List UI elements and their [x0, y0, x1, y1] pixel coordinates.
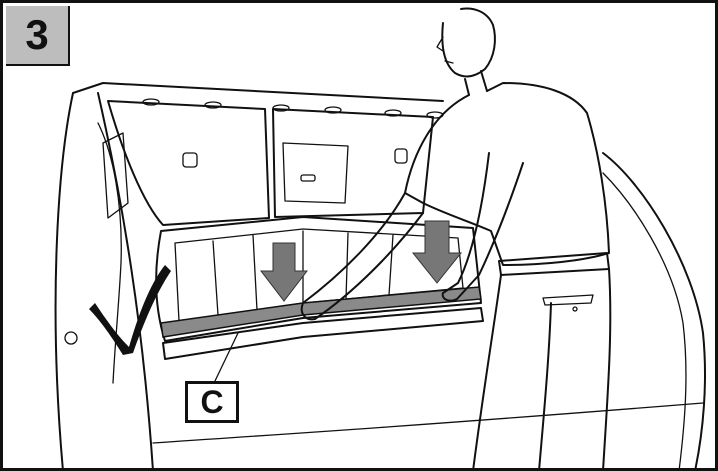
person-button	[573, 307, 577, 311]
seat-buckle-right	[395, 149, 407, 163]
trunk-illustration	[3, 3, 718, 471]
trunk-lid-curve	[603, 153, 705, 471]
step-number-badge: 3	[6, 6, 70, 66]
step-number: 3	[25, 14, 48, 56]
trunk-top-edge	[73, 83, 443, 101]
down-arrow-icon-right	[413, 221, 461, 283]
person-legs	[473, 269, 610, 471]
trunk-side-bolt	[65, 332, 77, 344]
seat-back-left	[108, 101, 269, 225]
headrest-studs	[143, 99, 443, 118]
callout-label: C	[200, 386, 223, 418]
down-arrow-icon	[261, 243, 307, 301]
trunk-left-wall	[98, 93, 153, 471]
rail-c-leader	[215, 333, 238, 381]
seat-buckle-left	[183, 153, 197, 167]
trunk-lid-inner	[603, 173, 686, 471]
person-head	[442, 9, 495, 77]
callout-label-box: C	[185, 381, 239, 423]
seat-latch-panel	[283, 143, 348, 203]
seat-latch-slot	[301, 175, 315, 181]
trunk-left-pillar	[56, 93, 73, 471]
